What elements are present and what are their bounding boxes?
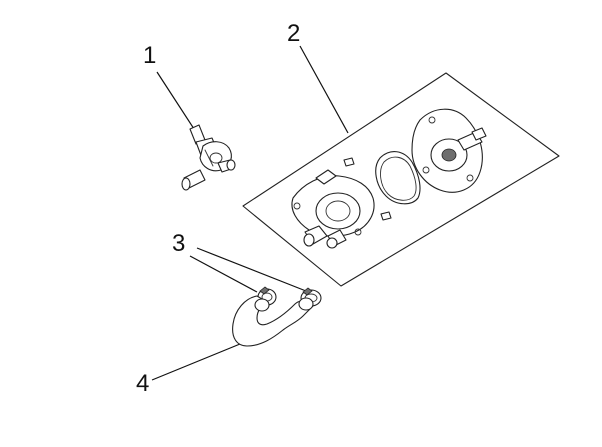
leader-line-4: [151, 343, 241, 381]
callout-label-1: 1: [143, 42, 156, 69]
valve-body: [181, 124, 236, 191]
callout-label-3: 3: [172, 230, 185, 257]
dowel-sleeves: [343, 157, 392, 221]
leader-line-2: [299, 45, 349, 134]
pump-housing: [291, 169, 375, 249]
leader-line-1: [156, 71, 197, 133]
callout-label-2: 2: [287, 20, 300, 47]
part-2-water-pump-kit[interactable]: 2: [242, 20, 560, 287]
leader-line-3b: [196, 247, 307, 292]
part-1-valve[interactable]: 1: [143, 42, 236, 191]
part-4-coolant-hose[interactable]: 4: [136, 295, 314, 397]
callout-label-4: 4: [136, 370, 149, 397]
leader-line-3a: [189, 255, 258, 293]
pump-impeller-cover: [411, 108, 487, 193]
